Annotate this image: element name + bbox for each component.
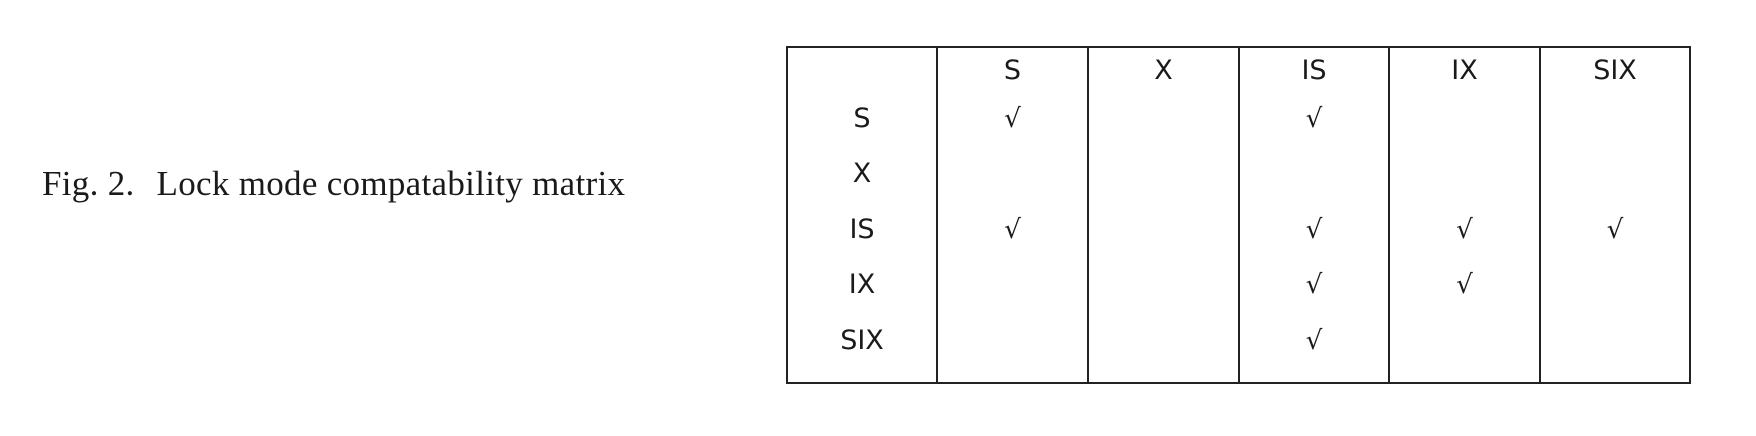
column-header-x: X (1154, 55, 1173, 86)
row-header-x: X (852, 158, 872, 189)
check-mark-icon: √ (1305, 326, 1323, 356)
check-mark-icon: √ (1606, 215, 1624, 245)
matrix-column-ix: IX √ √ (1390, 48, 1541, 382)
matrix-column-is: IS √ √ √ √ (1240, 48, 1390, 382)
row-header-is: IS (849, 214, 875, 245)
column-header-ix: IX (1451, 55, 1478, 86)
check-mark-icon: √ (1456, 270, 1473, 300)
column-header-s: S (1003, 55, 1022, 86)
column-header-six: SIX (1593, 55, 1637, 86)
check-mark-icon: √ (1004, 104, 1021, 134)
check-mark-icon: √ (1004, 215, 1021, 245)
figure-title: Lock mode compatability matrix (156, 164, 626, 203)
figure-caption: Fig. 2. Lock mode compatability matrix (42, 162, 682, 206)
figure-label: Fig. 2. (42, 164, 135, 203)
row-header-ix: IX (848, 269, 876, 300)
matrix-column-s: S √ √ (938, 48, 1089, 382)
matrix-column-x: X (1089, 48, 1240, 382)
row-header-s: S (853, 103, 871, 134)
check-mark-icon: √ (1305, 215, 1323, 245)
matrix-column-six: SIX √ (1541, 48, 1689, 382)
check-mark-icon: √ (1305, 104, 1323, 134)
check-mark-icon: √ (1456, 215, 1473, 245)
check-mark-icon: √ (1305, 270, 1323, 300)
row-header-six: SIX (840, 325, 884, 356)
column-header-is: IS (1301, 55, 1327, 86)
